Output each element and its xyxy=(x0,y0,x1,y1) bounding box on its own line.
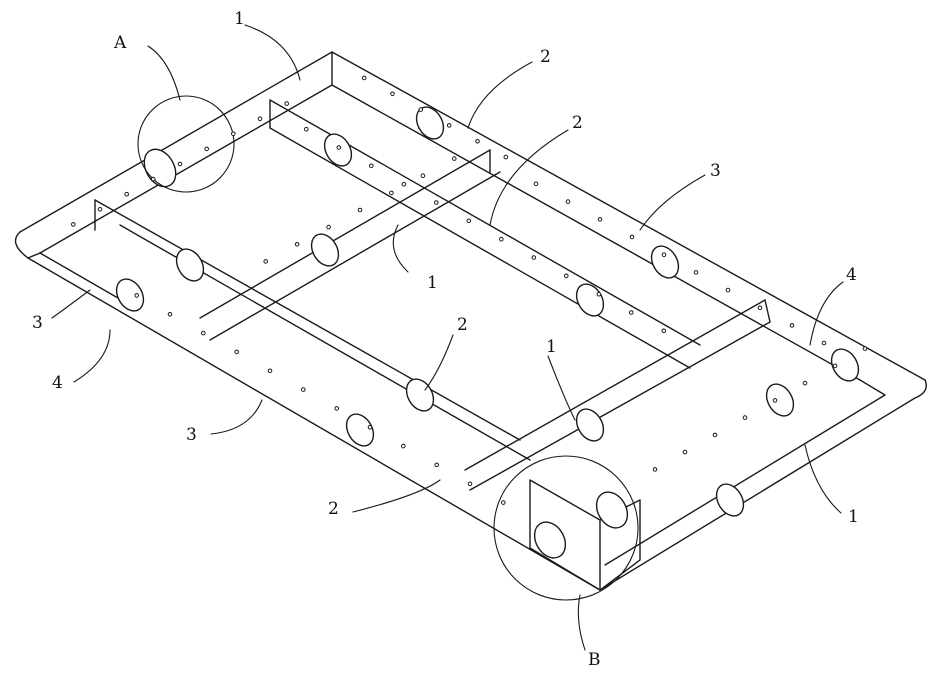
pipe-hole xyxy=(152,177,156,181)
pipe-hole xyxy=(467,219,471,223)
pipe-hole xyxy=(598,218,602,222)
label-2-bottom: 2 xyxy=(328,499,339,519)
pipe-hole xyxy=(453,157,457,161)
pipe-hole xyxy=(135,294,139,298)
pipe-hole xyxy=(368,426,372,430)
pipe-hole xyxy=(98,208,102,212)
label-3-bottom: 3 xyxy=(186,425,197,445)
frame-pipes xyxy=(16,52,927,590)
label-4-right: 4 xyxy=(846,265,857,285)
pipe-hole xyxy=(362,76,366,80)
pipe-hole xyxy=(258,117,262,121)
callout-labels: A 1 2 2 3 1 4 3 2 1 4 3 2 1 B xyxy=(32,9,859,670)
pipe-hole xyxy=(305,127,309,131)
label-2-top: 2 xyxy=(540,47,551,67)
pipe-hole xyxy=(447,124,451,128)
pipe-hole xyxy=(302,388,306,392)
label-a: A xyxy=(113,33,127,53)
pipe-hole xyxy=(370,164,374,168)
pipe-hole xyxy=(566,200,570,204)
pipe-hole xyxy=(391,92,395,96)
label-1-lower: 1 xyxy=(546,337,557,357)
detail-circles xyxy=(138,96,638,600)
pipe-hole xyxy=(597,292,601,296)
label-3-right: 3 xyxy=(710,161,721,181)
pipe-hole xyxy=(502,501,506,505)
pipe-hole xyxy=(803,381,807,385)
pipe-hole xyxy=(476,140,480,144)
pipe-hole xyxy=(390,191,394,195)
pipe-hole xyxy=(421,174,425,178)
pipe-hole xyxy=(358,208,362,212)
pipe-hole xyxy=(694,271,698,275)
pipe-hole xyxy=(683,450,687,454)
pipe-hole xyxy=(125,192,129,196)
pipe-hole xyxy=(468,482,472,486)
label-4-left: 4 xyxy=(52,373,63,393)
pipe-hole xyxy=(72,223,76,227)
pipe-hole xyxy=(264,260,268,264)
label-b: B xyxy=(588,650,601,670)
pipe-hole xyxy=(435,463,439,467)
pipe-hole xyxy=(726,288,730,292)
pipe-hole xyxy=(653,468,657,472)
pipe-hole xyxy=(662,253,666,257)
pipe-hole xyxy=(232,132,236,136)
pipe-hole xyxy=(790,324,794,328)
label-2-middle: 2 xyxy=(457,315,468,335)
pipe-hole xyxy=(713,433,717,437)
label-2-upper: 2 xyxy=(572,113,583,133)
pipe-hole xyxy=(630,235,634,239)
pipe-hole xyxy=(758,306,762,310)
pipe-hole xyxy=(327,225,331,229)
pipe-hole xyxy=(205,147,209,151)
pipe-hole xyxy=(402,182,406,186)
pipe-hole xyxy=(202,331,206,335)
pipe-hole xyxy=(532,256,536,260)
pipe-hole xyxy=(402,444,406,448)
pipe-hole xyxy=(285,102,289,106)
pipe-hole xyxy=(268,369,272,373)
pipe-hole xyxy=(419,108,423,112)
pipe-hole xyxy=(743,416,747,420)
pipe-hole xyxy=(822,341,826,345)
pipe-hole xyxy=(235,350,239,354)
pipe-hole xyxy=(435,201,439,205)
pipe-hole xyxy=(863,347,867,351)
pipe-hole xyxy=(295,243,299,247)
label-3-left: 3 xyxy=(32,313,43,333)
pipe-hole xyxy=(178,162,182,166)
pipe-hole xyxy=(335,407,339,411)
pipe-hole xyxy=(534,182,538,186)
label-1-middle: 1 xyxy=(427,273,438,293)
label-1-top: 1 xyxy=(234,9,245,29)
pipe-hole xyxy=(337,146,341,150)
pipe-hole xyxy=(833,364,837,368)
pipe-hole xyxy=(630,311,634,315)
pipe-hole xyxy=(168,313,172,317)
leader-lines xyxy=(52,25,843,650)
pipe-hole xyxy=(662,329,666,333)
label-1-right: 1 xyxy=(848,507,859,527)
pipe-hole xyxy=(500,237,504,241)
pipe-hole xyxy=(773,399,777,403)
pipe-hole xyxy=(565,274,569,278)
pipe-hole xyxy=(504,155,508,159)
